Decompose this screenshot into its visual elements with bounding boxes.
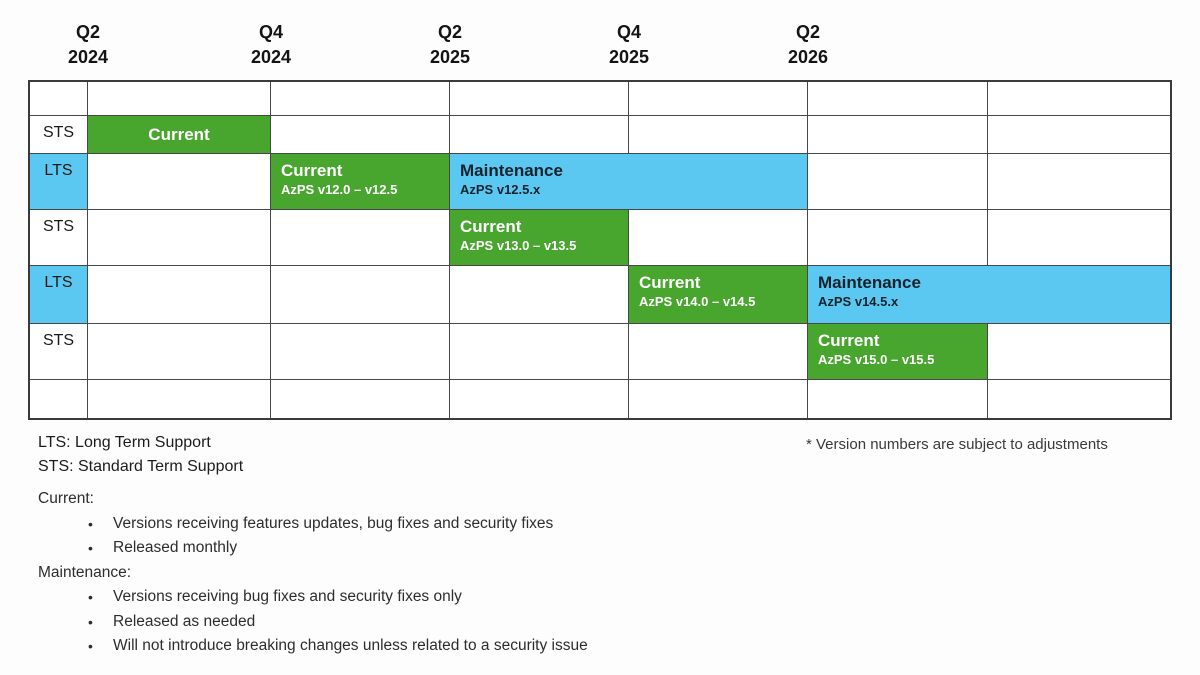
bar-phase-label: Maintenance: [460, 161, 563, 180]
quarter-year: 2025: [429, 47, 471, 67]
grid-cell: [88, 380, 271, 418]
grid-cell: [629, 210, 808, 266]
grid-cell: [629, 82, 808, 116]
quarter-label: Q4 2024: [251, 20, 291, 70]
bar-version-label: AzPS v12.5.x: [460, 182, 541, 197]
definition-bullet-text: Versions receiving features updates, bug…: [113, 514, 554, 532]
grid-cell: [988, 380, 1170, 418]
grid-cell: [88, 154, 271, 210]
quarter-year: 2026: [787, 47, 829, 67]
grid-cell: [271, 82, 450, 116]
grid-cell: [988, 82, 1170, 116]
legend-lts: LTS: Long Term Support: [38, 434, 211, 451]
grid-cell: [450, 82, 629, 116]
bar-phase-label: Maintenance: [818, 273, 921, 292]
row-label-sts: STS: [30, 116, 88, 154]
grid-cell: [88, 266, 271, 324]
definition-bullet: • Released monthly: [38, 536, 818, 561]
quarter-period: Q2: [795, 22, 821, 42]
grid-cell: [88, 210, 271, 266]
definition-bullet-text: Will not introduce breaking changes unle…: [113, 637, 588, 654]
quarter-label: Q2 2026: [788, 20, 828, 70]
grid-cell: [450, 380, 629, 418]
grid-cell: [88, 82, 271, 116]
grid-cell: [808, 380, 988, 418]
grid-cell: [808, 116, 988, 154]
quarter-period: Q4: [258, 22, 284, 42]
quarter-label: Q2 2025: [430, 20, 470, 70]
row-label-sts: STS: [30, 324, 88, 380]
row-label-lts: LTS: [30, 154, 88, 210]
bullet-icon: •: [88, 515, 93, 532]
bullet-icon: •: [88, 613, 93, 630]
grid-cell: [629, 380, 808, 418]
grid-cell: [629, 324, 808, 380]
legend-sts: STS: Standard Term Support: [38, 458, 244, 475]
quarter-label: Q4 2025: [609, 20, 649, 70]
grid-cell: [88, 324, 271, 380]
bar-phase-label: Current: [818, 331, 880, 350]
bar-version-label: AzPS v12.0 – v12.5: [281, 182, 398, 197]
definition-bullet: • Versions receiving features updates, bu…: [38, 512, 818, 537]
row-label-empty: [30, 82, 88, 116]
grid-cell: [808, 82, 988, 116]
grid-cell: [271, 324, 450, 380]
grid-cell: [271, 266, 450, 324]
definition-bullet: • Will not introduce breaking changes unl…: [38, 634, 818, 659]
quarter-period: Q2: [75, 22, 101, 42]
grid-cell: [988, 324, 1170, 380]
definition-term: Maintenance:: [38, 563, 132, 581]
definition-bullet: • Versions receiving bug fixes and securi…: [38, 585, 818, 610]
grid-cell: [450, 266, 629, 324]
grid-cell: [450, 324, 629, 380]
grid-cell: [988, 154, 1170, 210]
grid-cell: [271, 380, 450, 418]
definition-bullet-text: Released as needed: [113, 612, 256, 630]
grid-cell: [988, 210, 1170, 266]
bar-phase-label: Current: [148, 125, 210, 144]
row-label-sts: STS: [30, 210, 88, 266]
quarter-year: 2024: [67, 47, 109, 67]
definition-term: Current:: [38, 490, 94, 507]
bar-version-label: AzPS v14.5.x: [818, 294, 899, 309]
grid-cell: [988, 116, 1170, 154]
definition-bullet: • Released as needed: [38, 610, 818, 635]
bar-version-label: AzPS v14.0 – v14.5: [639, 294, 756, 309]
bar-version-label: AzPS v15.0 – v15.5: [818, 352, 935, 367]
bar-phase-label: Current: [639, 273, 701, 292]
grid-cell: [271, 210, 450, 266]
bullet-icon: •: [88, 540, 93, 556]
bullet-icon: •: [88, 589, 93, 605]
bar-phase-label: Current: [460, 217, 522, 236]
bar-current: Current: [88, 116, 270, 153]
grid-cell: [629, 116, 808, 154]
definition-bullet-text: Released monthly: [113, 539, 238, 556]
quarter-period: Q4: [616, 22, 642, 42]
grid-cell: [271, 116, 450, 154]
grid-cell: [450, 116, 629, 154]
bar-phase-label: Current: [281, 161, 343, 180]
version-note: * Version numbers are subject to adjustm…: [806, 436, 1108, 453]
definitions: Current: • Versions receiving features upd…: [38, 487, 818, 659]
row-label-empty: [30, 380, 88, 418]
quarter-year: 2024: [250, 47, 292, 67]
bar-version-label: AzPS v13.0 – v13.5: [460, 238, 577, 253]
quarter-label: Q2 2024: [68, 20, 108, 70]
bullet-icon: •: [88, 638, 93, 654]
quarter-year: 2025: [608, 47, 650, 67]
grid-cell: [808, 154, 988, 210]
grid-cell: [808, 210, 988, 266]
legend: LTS: Long Term Support STS: Standard Ter…: [38, 431, 243, 479]
definition-bullet-text: Versions receiving bug fixes and securit…: [113, 588, 462, 605]
quarter-period: Q2: [437, 22, 463, 42]
row-label-lts: LTS: [30, 266, 88, 324]
